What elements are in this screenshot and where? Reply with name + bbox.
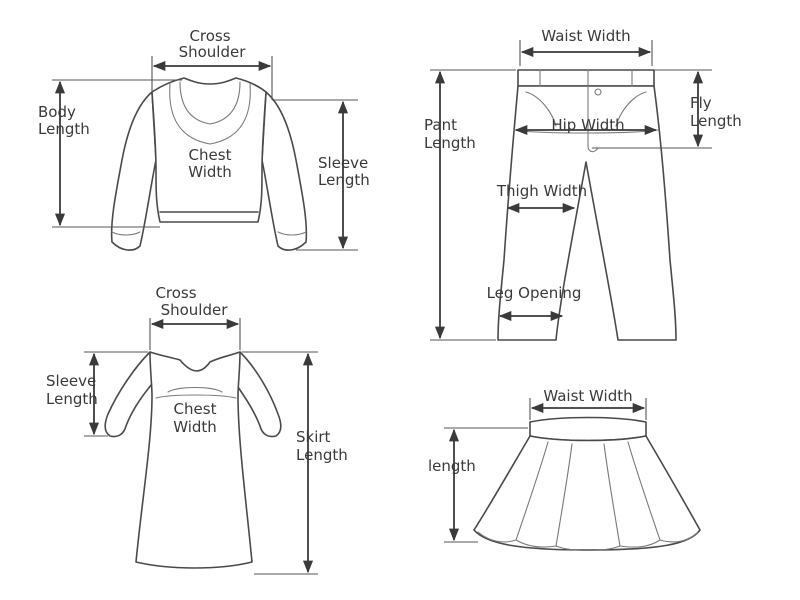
body-length-label: Length (38, 120, 90, 138)
skirt-length-label: length (428, 457, 476, 475)
fly-length-label: Length (690, 112, 742, 130)
skirt-illustration (473, 416, 701, 551)
pants-figure: Waist Width Pant Length Fly Length Hip W… (424, 27, 742, 341)
leg-opening-label: Leg Opening (487, 284, 582, 302)
sweater-figure: Cross Shoulder Body Length Chest Width S… (38, 27, 370, 251)
dress-figure: Cross Shoulder Sleeve Length Chest Width… (46, 284, 348, 575)
dress-illustration (104, 351, 282, 569)
cross-shoulder-label: Shoulder (179, 43, 247, 61)
chest-width-label: Chest (189, 146, 232, 164)
hip-width-label: Hip Width (551, 116, 624, 134)
chest-width-label: Width (188, 163, 232, 181)
skirt-length-label: Skirt (296, 428, 331, 446)
thigh-width-label: Thigh Width (496, 182, 587, 200)
skirt-waist-width-label: Waist Width (543, 387, 632, 405)
sweater-illustration (110, 77, 308, 251)
dress-cross-shoulder-label: Cross (155, 284, 196, 302)
body-length-label: Body (38, 103, 76, 121)
pant-length-label: Pant (424, 116, 457, 134)
skirt-figure: Waist Width length (428, 387, 701, 551)
dress-chest-width-label: Chest (174, 400, 217, 418)
sleeve-length-label: Sleeve (318, 154, 368, 172)
pants-illustration (497, 69, 677, 341)
fly-length-label: Fly (690, 94, 712, 112)
cross-shoulder-label: Cross (189, 27, 230, 45)
skirt-length-label: Length (296, 446, 348, 464)
sleeve-length-label: Length (318, 171, 370, 189)
dress-chest-width-label: Width (173, 418, 217, 436)
pants-waist-width-label: Waist Width (541, 27, 630, 45)
dress-cross-shoulder-label: Shoulder (161, 301, 229, 319)
dress-sleeve-length-label: Length (46, 390, 98, 408)
dress-sleeve-length-label: Sleeve (46, 372, 96, 390)
pant-length-label: Length (424, 134, 476, 152)
